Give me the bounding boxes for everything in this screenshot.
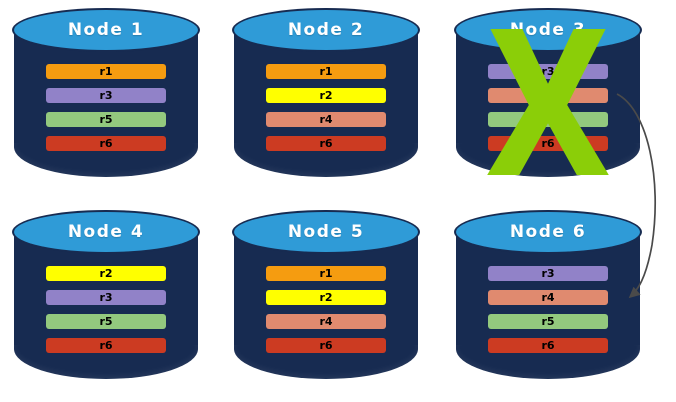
replica-bar-r6[interactable]: r6 <box>266 338 386 353</box>
node-3-replica-stack: r3 r4 r5 r6 <box>488 64 608 151</box>
node-6-cylinder-top <box>456 212 640 252</box>
replica-bar-r6[interactable]: r6 <box>488 338 608 353</box>
node-2-replica-stack: r1 r2 r4 r6 <box>266 64 386 151</box>
replica-bar-r4[interactable]: r4 <box>266 112 386 127</box>
replica-bar-r6[interactable]: r6 <box>488 136 608 151</box>
replica-bar-r2[interactable]: r2 <box>46 266 166 281</box>
replica-bar-r6[interactable]: r6 <box>46 338 166 353</box>
replica-bar-r2[interactable]: r2 <box>266 290 386 305</box>
replica-bar-r5[interactable]: r5 <box>46 112 166 127</box>
replica-bar-r4[interactable]: r4 <box>488 290 608 305</box>
node-6-label: Node 6 <box>509 222 587 242</box>
replica-bar-r3[interactable]: r3 <box>46 290 166 305</box>
node-6-replica-stack: r3 r4 r5 r6 <box>488 266 608 353</box>
node-4-replica-stack: r2 r3 r5 r6 <box>46 266 166 353</box>
node-4[interactable]: Node 4 r2 r3 r5 r6 <box>8 208 204 386</box>
replica-bar-r5[interactable]: r5 <box>46 314 166 329</box>
node-5[interactable]: Node 5 r1 r2 r4 r6 <box>228 208 424 386</box>
node-2-label: Node 2 <box>287 20 365 40</box>
node-6[interactable]: Node 6 r3 r4 r5 r6 <box>450 208 646 386</box>
node-2[interactable]: Node 2 r1 r2 r4 r6 <box>228 6 424 184</box>
replica-bar-r5[interactable]: r5 <box>488 112 608 127</box>
replica-bar-r4[interactable]: r4 <box>488 88 608 103</box>
node-5-replica-stack: r1 r2 r4 r6 <box>266 266 386 353</box>
replica-bar-r4[interactable]: r4 <box>266 314 386 329</box>
replica-bar-r6[interactable]: r6 <box>46 136 166 151</box>
node-1[interactable]: Node 1 r1 r3 r5 r6 <box>8 6 204 184</box>
node-1-cylinder-top <box>14 10 198 50</box>
node-5-label: Node 5 <box>287 222 365 242</box>
node-1-cylinder-body <box>14 28 198 177</box>
node-4-cylinder-top <box>14 212 198 252</box>
replica-bar-r3[interactable]: r3 <box>488 64 608 79</box>
replica-bar-r2[interactable]: r2 <box>266 88 386 103</box>
node-3[interactable]: Node 3 r3 r4 r5 r6 <box>450 6 646 184</box>
replica-bar-r5[interactable]: r5 <box>488 314 608 329</box>
node-4-label: Node 4 <box>67 222 145 242</box>
node-1-replica-stack: r1 r3 r5 r6 <box>46 64 166 151</box>
node-2-cylinder-top <box>234 10 418 50</box>
replica-bar-r3[interactable]: r3 <box>46 88 166 103</box>
node-3-label: Node 3 <box>509 20 587 40</box>
replica-bar-r6[interactable]: r6 <box>266 136 386 151</box>
replica-bar-r1[interactable]: r1 <box>46 64 166 79</box>
replica-bar-r3[interactable]: r3 <box>488 266 608 281</box>
replica-bar-r1[interactable]: r1 <box>266 266 386 281</box>
node-5-cylinder-top <box>234 212 418 252</box>
node-1-label: Node 1 <box>67 20 145 40</box>
replica-bar-r1[interactable]: r1 <box>266 64 386 79</box>
